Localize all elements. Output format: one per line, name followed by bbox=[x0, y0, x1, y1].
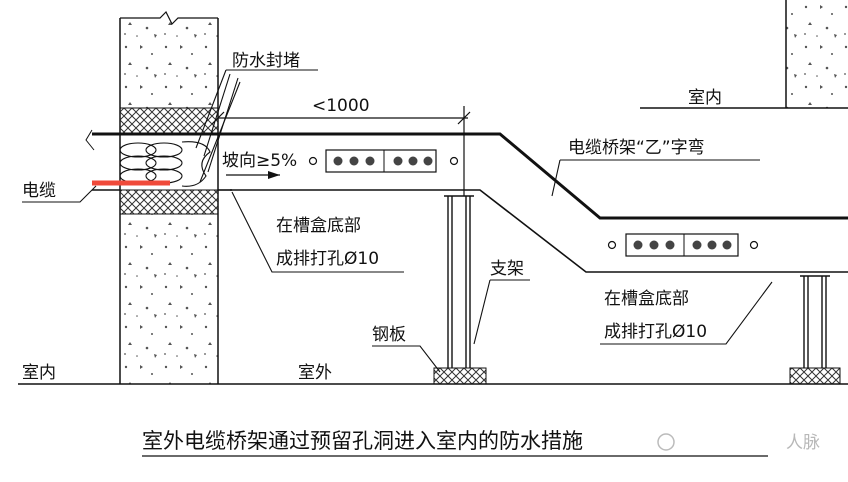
label-indoor-top: 室内 bbox=[688, 88, 722, 108]
label-waterproof-seal: 防水封堵 bbox=[232, 51, 300, 71]
left-wall bbox=[119, 10, 219, 384]
holes-left bbox=[308, 149, 459, 173]
steel-plate-left bbox=[433, 367, 487, 385]
steel-plate-right bbox=[789, 367, 841, 385]
support-left bbox=[444, 195, 474, 368]
seal-hatch-bottom bbox=[119, 189, 219, 215]
label-cable-tray-bend: 电缆桥架“乙”字弯 bbox=[568, 138, 705, 158]
label-cable: 电缆 bbox=[22, 181, 56, 201]
watermark-icon bbox=[657, 433, 675, 451]
label-support: 支架 bbox=[490, 259, 524, 279]
dimension-line bbox=[211, 106, 471, 196]
label-dimension: <1000 bbox=[312, 96, 370, 116]
label-indoor-bottom: 室内 bbox=[22, 363, 56, 383]
tray-bottom-edge bbox=[230, 189, 848, 273]
slope-arrow bbox=[226, 171, 280, 179]
label-holes-left-2: 成排打孔Ø10 bbox=[276, 249, 379, 269]
label-outdoor: 室外 bbox=[298, 363, 332, 383]
leader-lines bbox=[22, 69, 773, 373]
right-wall bbox=[640, 0, 848, 109]
label-slope: 坡向≥5% bbox=[222, 151, 297, 171]
label-holes-left-1: 在槽盒底部 bbox=[276, 216, 361, 236]
watermark: 人脉 bbox=[657, 433, 820, 453]
holes-right bbox=[607, 233, 759, 257]
watermark-text: 人脉 bbox=[786, 433, 820, 453]
support-right bbox=[800, 275, 830, 368]
seal-bundle bbox=[119, 141, 211, 187]
seal-hatch-top bbox=[119, 107, 219, 135]
figure-caption: 室外电缆桥架通过预留孔洞进入室内的防水措施 bbox=[142, 429, 583, 453]
tray-top-edge bbox=[92, 132, 848, 220]
label-steel-plate: 钢板 bbox=[372, 325, 406, 345]
label-holes-right-1: 在槽盒底部 bbox=[604, 289, 689, 309]
label-holes-right-2: 成排打孔Ø10 bbox=[604, 322, 707, 342]
